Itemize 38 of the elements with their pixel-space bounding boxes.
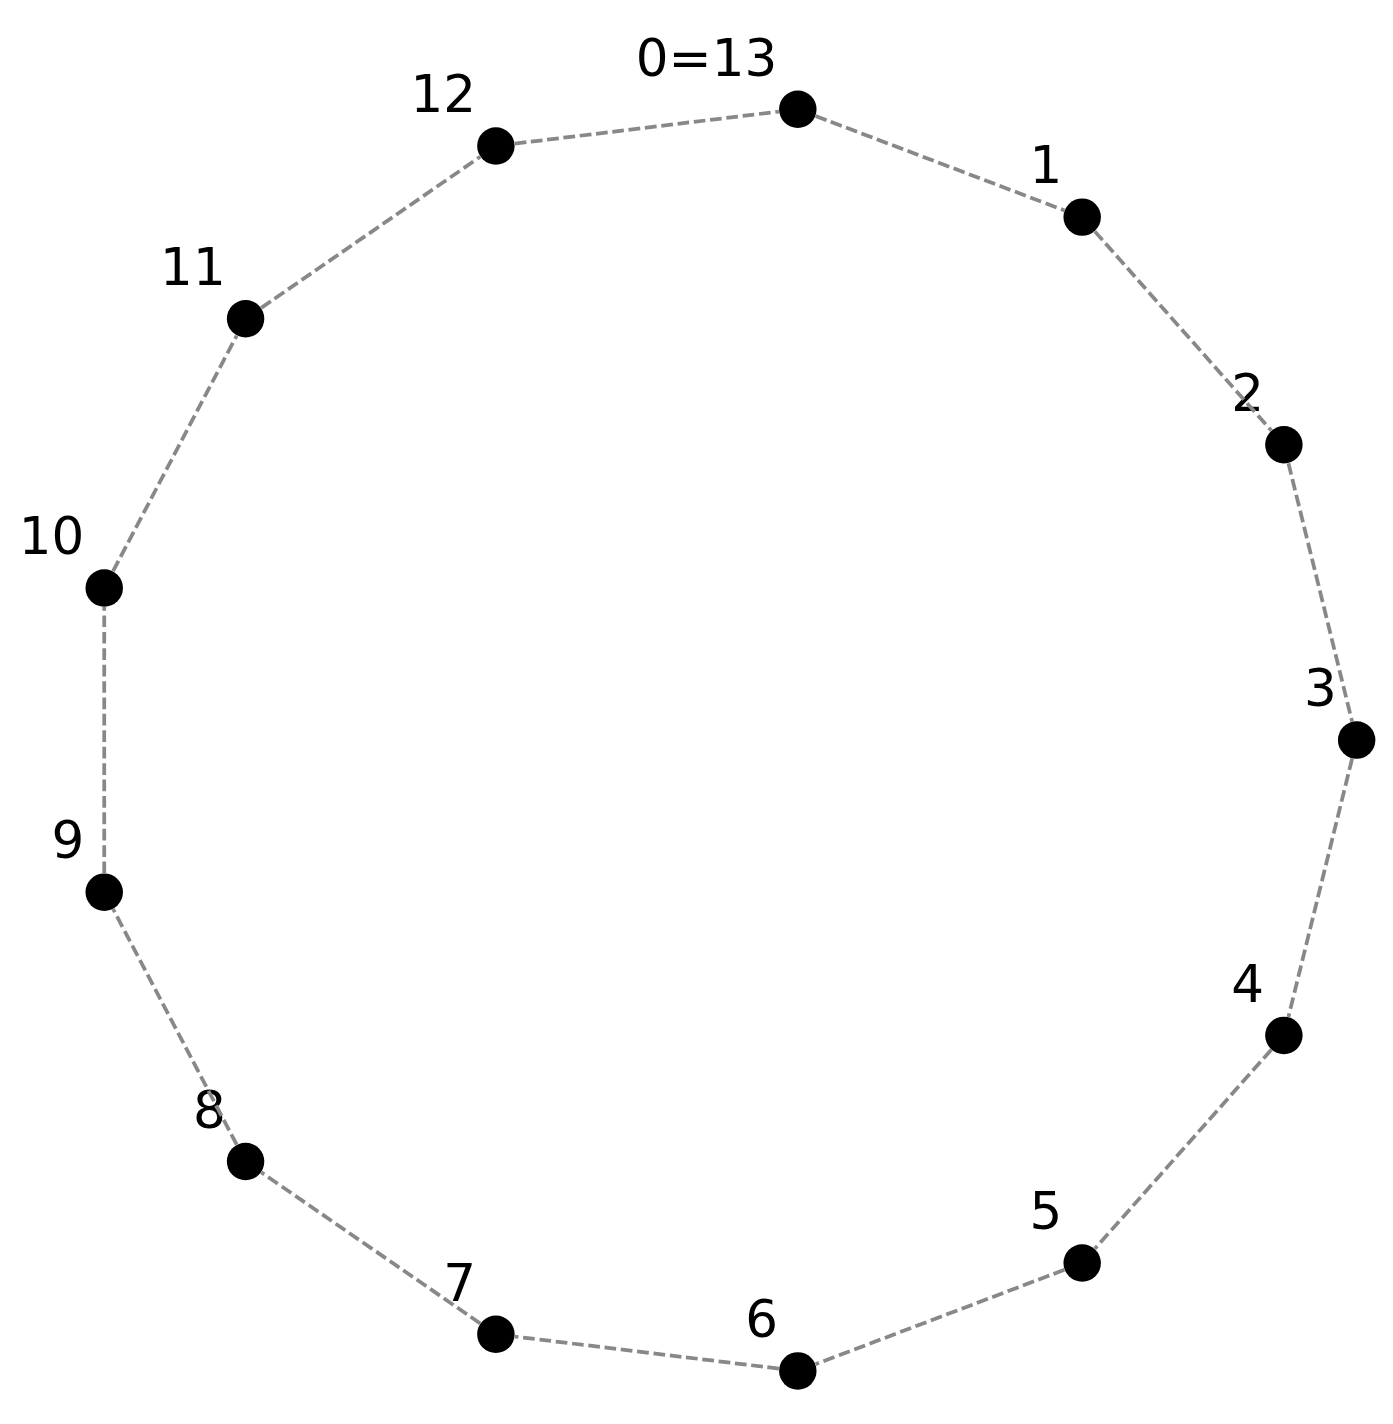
- connector: [514, 109, 780, 146]
- connector: [111, 334, 239, 573]
- node-circle: [1063, 1244, 1101, 1282]
- node-circle: [779, 1352, 817, 1390]
- node-circle: [1265, 426, 1303, 464]
- node-label: 1: [1029, 135, 1063, 196]
- node-label: 9: [51, 810, 85, 871]
- node-label: 2: [1231, 363, 1264, 424]
- node-label: 0=13: [635, 27, 778, 88]
- connector: [1093, 230, 1273, 432]
- node-label: 4: [1231, 953, 1264, 1014]
- connector: [1286, 758, 1354, 1018]
- node-circle: [1063, 198, 1101, 236]
- node-circle: [226, 1142, 265, 1181]
- connector: [1093, 1048, 1273, 1251]
- node-label: 7: [443, 1252, 476, 1313]
- node-label: 5: [1029, 1181, 1063, 1242]
- node-circle: [85, 569, 123, 607]
- node-label: 6: [745, 1289, 778, 1350]
- connector: [514, 1334, 780, 1371]
- connector: [814, 114, 1066, 213]
- node-circle: [477, 1315, 515, 1353]
- node-label: 3: [1303, 658, 1337, 719]
- node-circle: [1337, 721, 1376, 759]
- node-label: 10: [18, 506, 85, 567]
- connector: [260, 155, 482, 310]
- node-circle: [779, 90, 817, 128]
- connector: [1286, 462, 1354, 723]
- node-circle: [1265, 1016, 1303, 1055]
- node-circle: [226, 300, 265, 338]
- node-circle: [477, 127, 515, 165]
- node-label: 11: [160, 237, 226, 298]
- node-label: 12: [410, 64, 476, 125]
- connector: [102, 607, 107, 874]
- connector: [814, 1268, 1066, 1366]
- node-circle: [85, 873, 123, 911]
- connector: [260, 1170, 482, 1325]
- connector: [111, 908, 239, 1146]
